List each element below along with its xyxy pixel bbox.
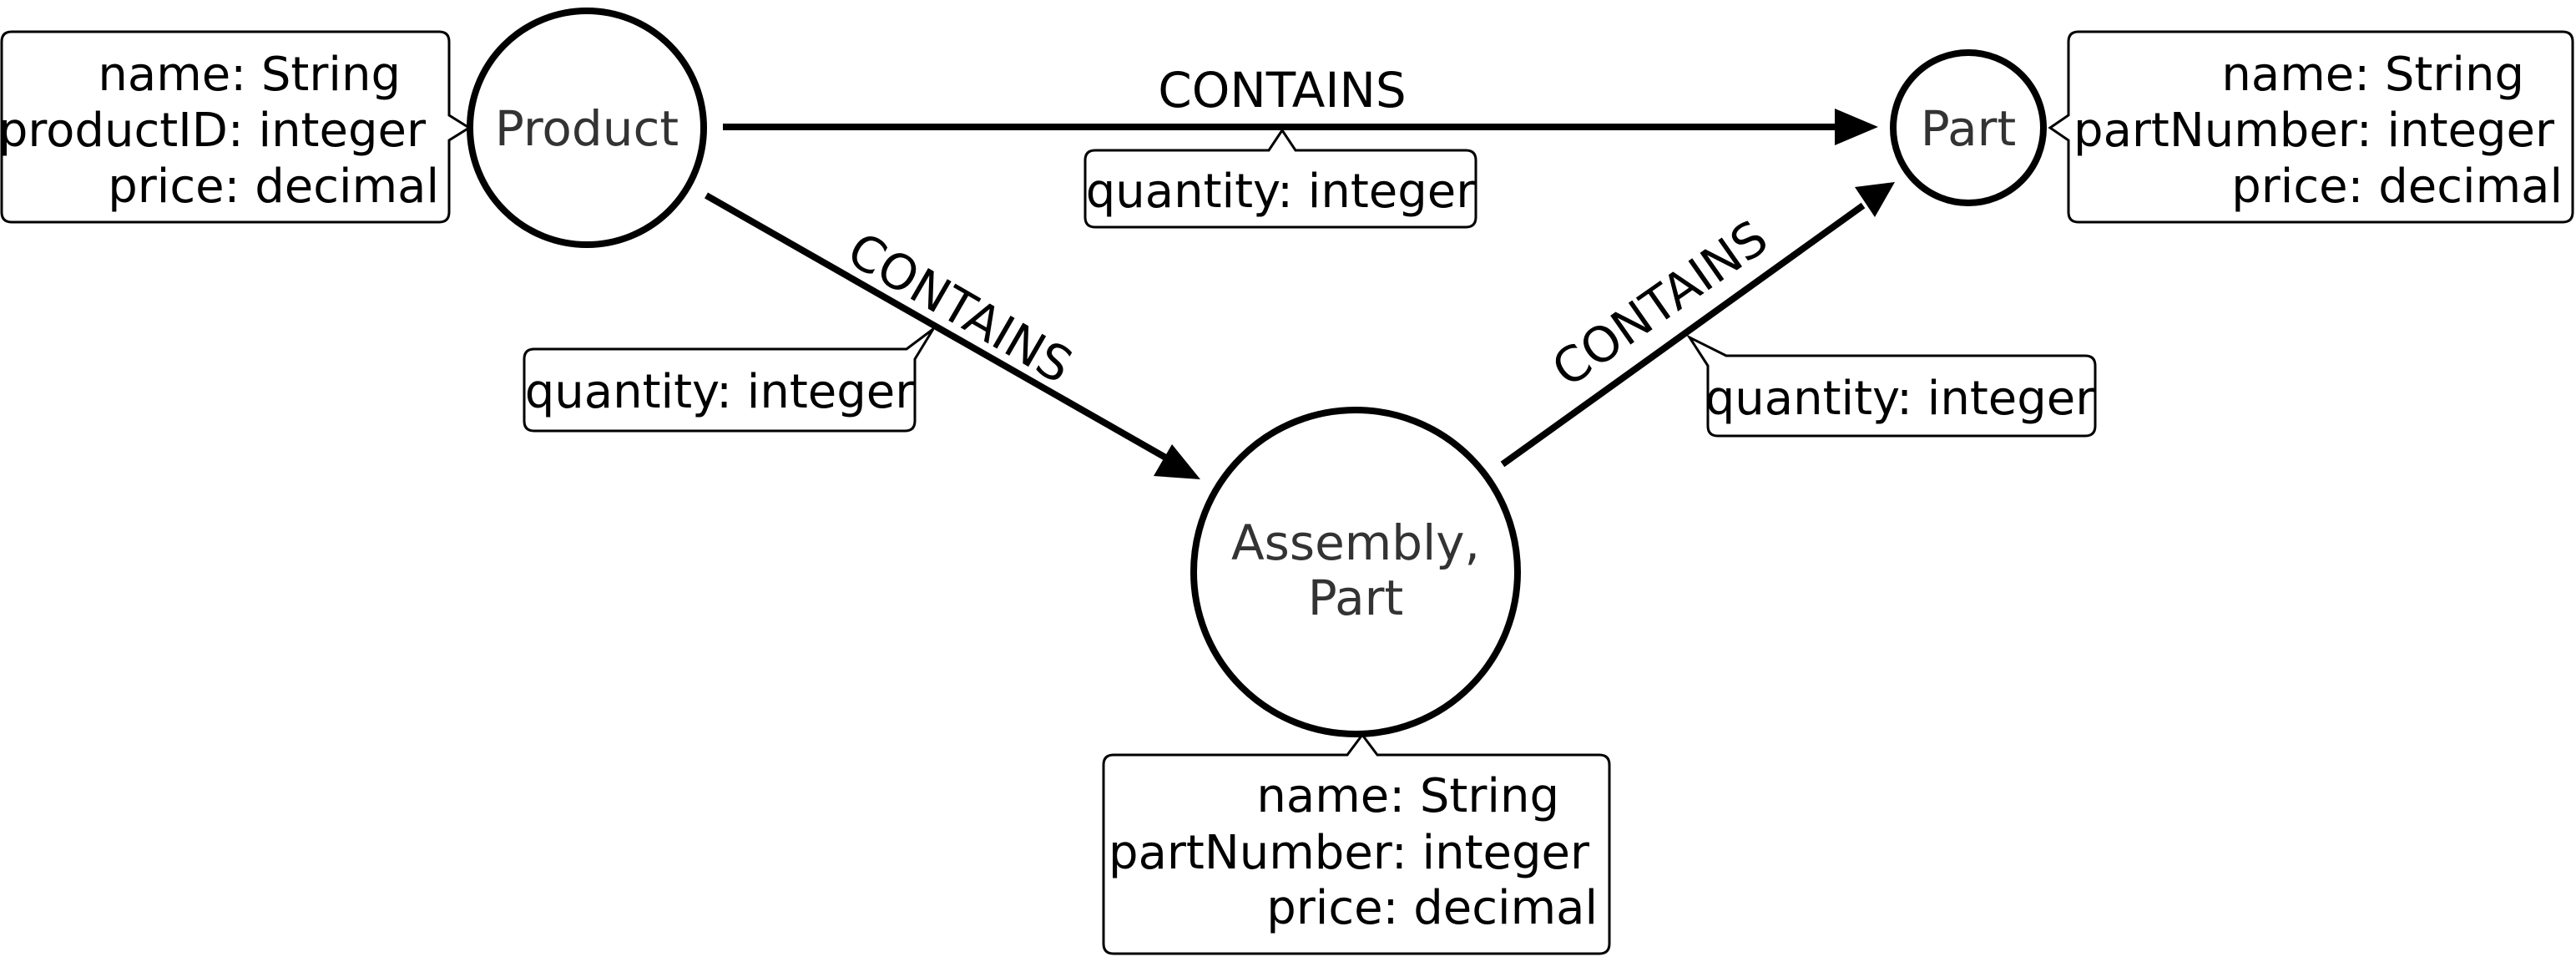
callout-box-edge-product-part xyxy=(1083,128,1477,229)
edge-line-product-assembly xyxy=(705,192,1170,463)
properties-callout-product: name: String productID: integer price: d… xyxy=(0,30,472,224)
property-assembly-partnumber: partNumber: integer xyxy=(1109,826,1590,880)
property-edge-product-part-quantity: quantity: integer xyxy=(1086,165,1477,219)
property-product-name: name: String xyxy=(98,48,401,102)
property-part-partnumber: partNumber: integer xyxy=(2073,104,2555,158)
node-part: Part xyxy=(1890,49,2047,206)
arrowhead-icon xyxy=(1154,444,1200,479)
properties-callout-edge-product-part: quantity: integer xyxy=(1083,128,1477,229)
property-product-productid: productID: integer xyxy=(0,104,427,158)
arrowhead-icon xyxy=(1855,182,1895,217)
property-edge-product-assembly-quantity: quantity: integer xyxy=(525,365,916,419)
callout-box-product xyxy=(0,30,472,224)
callout-box-assembly xyxy=(1102,732,1611,955)
node-label-product: Product xyxy=(495,100,679,157)
edge-product-contains-assembly: CONTAINS xyxy=(705,192,1200,479)
properties-callout-assembly: name: String partNumber: integer price: … xyxy=(1102,732,1611,955)
edge-product-contains-part: CONTAINS xyxy=(723,62,1878,145)
property-part-price: price: decimal xyxy=(2231,159,2563,214)
properties-callout-part: name: String partNumber: integer price: … xyxy=(2048,30,2574,224)
node-label-assembly-line2: Part xyxy=(1308,570,1404,626)
property-assembly-name: name: String xyxy=(1256,769,1559,823)
callout-box-part xyxy=(2048,30,2574,224)
property-edge-assembly-part-quantity: quantity: integer xyxy=(1705,372,2096,426)
node-circle-assembly xyxy=(1190,407,1521,737)
edge-line-assembly-part xyxy=(1500,202,1866,468)
properties-callout-edge-assembly-part: quantity: integer xyxy=(1685,334,2097,438)
property-assembly-price: price: decimal xyxy=(1266,881,1598,935)
node-label-assembly-line1: Assembly, xyxy=(1231,514,1480,571)
node-label-part: Part xyxy=(1921,100,2017,157)
node-assembly-part: Assembly, Part xyxy=(1190,407,1521,737)
properties-callout-edge-product-assembly: quantity: integer xyxy=(523,327,935,433)
callout-box-edge-assembly-part xyxy=(1685,334,2097,438)
property-part-name: name: String xyxy=(2221,48,2524,102)
edge-label-product-part: CONTAINS xyxy=(1158,62,1406,119)
arrowhead-icon xyxy=(1835,109,1878,145)
property-product-price: price: decimal xyxy=(108,159,439,214)
callout-box-edge-product-assembly xyxy=(523,327,935,433)
node-product: Product xyxy=(467,8,707,248)
node-circle-part xyxy=(1890,49,2047,206)
